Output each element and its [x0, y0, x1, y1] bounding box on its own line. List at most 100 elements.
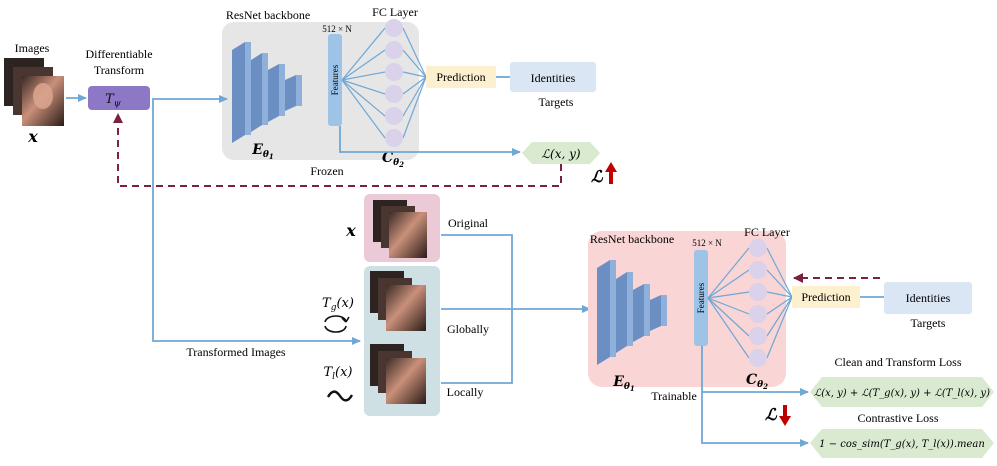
- globally-label: Globally: [447, 322, 489, 336]
- local-image-stack: [370, 344, 426, 404]
- bottom-fc-neuron: [749, 327, 767, 345]
- transformed-images-label: Transformed Images: [186, 345, 286, 359]
- top-encoder-symbol: Eθ1: [251, 142, 274, 161]
- bottom-dim-label: 512 × N: [692, 238, 722, 248]
- top-dim-label: 512 × N: [322, 24, 352, 34]
- top-fc-connection-in: [341, 79, 386, 117]
- contrastive-loss-hex: [810, 429, 994, 458]
- bottom-fc-connection-out: [766, 296, 793, 315]
- top-fc-neuron: [385, 63, 403, 81]
- input-x-label: x: [27, 127, 38, 146]
- bottom-encoder: [597, 260, 667, 365]
- top-fc-connection-out: [402, 76, 427, 139]
- top-fc-label: FC Layer: [372, 5, 418, 19]
- top-features-label: Features: [330, 64, 340, 95]
- bottom-features-label: Features: [696, 282, 706, 313]
- bottom-fc-connection-in: [707, 297, 750, 337]
- top-backbone-label: ResNet backbone: [226, 8, 310, 22]
- top-identities-box: [510, 62, 596, 92]
- top-loss-formula: ℒ(x, y): [541, 147, 581, 161]
- rotate-icon: [324, 315, 350, 323]
- differentiable-transform-box: [88, 86, 150, 110]
- bottom-fc-connection-in: [707, 247, 750, 299]
- loss-increase-arrow-icon: [605, 162, 617, 184]
- bottom-fc-neuron: [749, 349, 767, 367]
- original-x-label: x: [345, 221, 356, 240]
- bottom-fc-connection-in: [707, 269, 750, 299]
- bottom-fc-connection-out: [766, 296, 793, 359]
- bottom-fc-neuron: [749, 239, 767, 257]
- top-fc-connection-in: [341, 79, 386, 139]
- arrow-features-to-top-loss: [339, 126, 521, 156]
- bottom-targets-label: Targets: [911, 316, 946, 330]
- connector-original: [441, 234, 513, 309]
- top-fc-connection-out: [402, 49, 427, 78]
- top-fc-connection-out: [402, 71, 427, 78]
- top-prediction-box: [426, 66, 496, 88]
- bottom-identities-box: [884, 282, 972, 314]
- bottom-prediction-label: Prediction: [801, 290, 850, 304]
- top-fc-connection-in: [341, 27, 386, 81]
- top-fc-layer: [341, 19, 427, 147]
- bottom-features-bar: [694, 250, 708, 346]
- transform-label-line1: Differentiable: [85, 47, 152, 61]
- top-fc-connection-out: [402, 76, 427, 95]
- top-fc-connection-out: [402, 27, 427, 78]
- bottom-backbone-label: ResNet backbone: [590, 232, 674, 246]
- connector-locally: [441, 309, 513, 384]
- bottom-classifier-symbol: Cθ2: [746, 372, 768, 391]
- dashed-feedback-to-transform: [113, 113, 562, 187]
- tl-label: Tl(x): [323, 365, 352, 382]
- bottom-prediction-box: [792, 286, 860, 308]
- bottom-fc-connection-in: [707, 297, 750, 359]
- arrow-transform-to-transformed-images: [152, 100, 361, 345]
- tilde-local-icon: [326, 390, 354, 402]
- trainable-panel: [588, 231, 786, 387]
- contrastive-loss-title: Contrastive Loss: [858, 411, 939, 425]
- top-targets-label: Targets: [539, 95, 574, 109]
- bottom-loss-arrow-label: ℒ: [765, 405, 778, 424]
- contrastive-loss-formula: 1 − cos_sim(T_g(x), T_l(x)).mean: [819, 439, 985, 450]
- top-fc-neuron: [385, 85, 403, 103]
- images-label: Images: [15, 41, 50, 55]
- transform-symbol: Tψ: [105, 92, 122, 109]
- bottom-encoder-symbol: Eθ1: [612, 374, 635, 393]
- clean-loss-formula: ℒ(x, y) + ℒ(T_g(x), y) + ℒ(T_l(x), y): [814, 388, 990, 399]
- original-label: Original: [448, 216, 489, 230]
- top-fc-neuron: [385, 19, 403, 37]
- bottom-fc-neuron: [749, 283, 767, 301]
- bottom-fc-layer: [707, 239, 793, 367]
- frozen-label: Frozen: [310, 164, 343, 178]
- top-loss-arrow-label: ℒ: [591, 167, 604, 186]
- bottom-fc-connection-in: [707, 297, 750, 315]
- top-fc-connection-in: [341, 79, 386, 95]
- trainable-label: Trainable: [651, 389, 697, 403]
- bottom-fc-neuron: [749, 305, 767, 323]
- bottom-fc-connection-out: [766, 269, 793, 298]
- frozen-panel: [222, 22, 419, 160]
- top-fc-neuron: [385, 129, 403, 147]
- top-fc-neuron: [385, 107, 403, 125]
- input-image-stack: [4, 58, 64, 126]
- top-loss-hex: [522, 142, 600, 164]
- top-fc-connection-in: [341, 49, 386, 81]
- global-image-stack: [370, 271, 426, 331]
- top-encoder: [232, 42, 302, 143]
- arrow-to-contrastive-loss: [701, 392, 809, 447]
- rotate-icon-lower: [324, 325, 347, 333]
- bottom-fc-connection-in: [707, 291, 750, 299]
- bottom-fc-label: FC Layer: [744, 225, 790, 239]
- tg-label: Tg(x): [322, 296, 354, 313]
- bottom-fc-connection-out: [766, 296, 793, 337]
- loss-decrease-arrow-icon: [779, 405, 791, 426]
- bottom-fc-connection-out: [766, 247, 793, 298]
- top-prediction-label: Prediction: [436, 70, 485, 84]
- locally-label: Locally: [447, 385, 484, 399]
- top-features-bar: [328, 34, 342, 126]
- clean-loss-title: Clean and Transform Loss: [835, 355, 962, 369]
- bottom-fc-connection-out: [766, 291, 793, 298]
- top-classifier-symbol: Cθ2: [382, 150, 404, 169]
- top-identities-label: Identities: [531, 71, 576, 85]
- top-fc-connection-out: [402, 76, 427, 117]
